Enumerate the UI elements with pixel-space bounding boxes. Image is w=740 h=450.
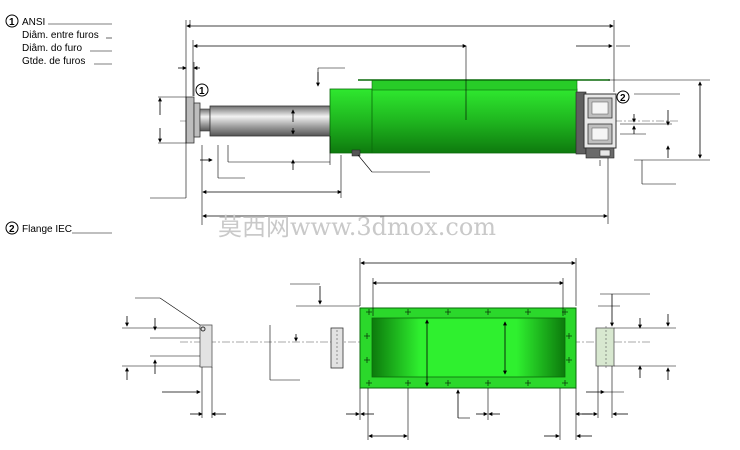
- watermark: 莫西网www.3dmox.com: [218, 213, 496, 241]
- shaft-tube: [209, 105, 333, 137]
- plan-view: [122, 258, 676, 440]
- side-view: 1 2: [150, 20, 710, 225]
- legend-item-ansi: ANSI: [22, 17, 45, 28]
- marker-2-circle: [5, 221, 19, 235]
- marker-1-label: 1: [9, 17, 15, 28]
- legend: 1 ANSI Diâm. entre furos Diâm. do furo G…: [5, 14, 112, 235]
- svg-text:1: 1: [199, 86, 205, 97]
- left-flange-plan: [199, 324, 213, 368]
- callout-marker-1: [195, 83, 209, 97]
- legend-item-flange-iec: Flange IEC: [22, 224, 72, 235]
- legend-item-diam-entre-furos: Diâm. entre furos: [22, 30, 99, 41]
- base-cylinder: [371, 317, 566, 378]
- green-housing: [329, 88, 578, 154]
- bolt-holes: [364, 309, 572, 386]
- legend-item-diam-do-furo: Diâm. do furo: [22, 43, 82, 54]
- callout-marker-2: [616, 90, 630, 104]
- legend-item-gtde-de-furos: Gtde. de furos: [22, 56, 85, 67]
- right-flange-plan: [595, 327, 615, 367]
- ansi-flange: [185, 96, 195, 144]
- svg-text:2: 2: [620, 93, 626, 104]
- marker-2-label: 2: [9, 224, 15, 235]
- marker-1-circle: [5, 14, 19, 28]
